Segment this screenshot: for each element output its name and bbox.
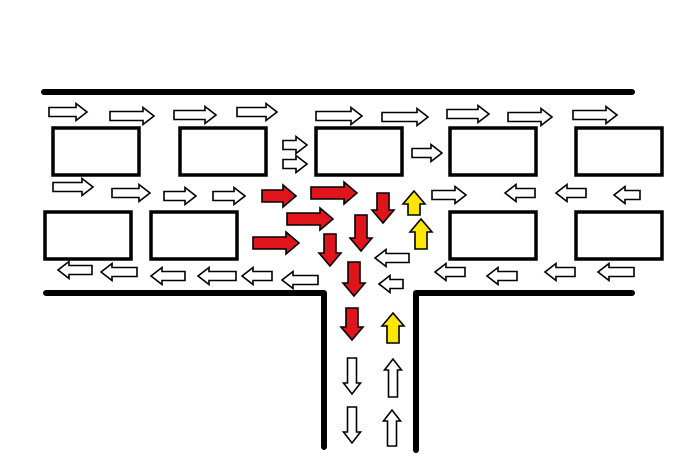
arrow-outbound-south-icon [317,233,343,268]
arrow-normal-west-icon [596,261,635,283]
arrow-normal-west-icon [149,265,186,287]
arrow-normal-east-icon [411,142,444,164]
arrow-outbound-east-icon [261,183,298,209]
arrow-normal-east-icon [431,184,468,206]
building-blocks [43,126,664,261]
arrow-normal-east-icon [507,106,554,128]
arrow-inbound-north-icon [380,311,406,344]
building-block [448,210,538,261]
arrow-normal-west-icon [433,261,466,283]
arrow-normal-west-icon [377,273,404,295]
arrow-normal-north-icon [381,408,403,447]
arrow-normal-east-icon [315,105,364,127]
arrow-outbound-south-icon [348,214,374,253]
arrow-normal-west-icon [554,182,587,204]
arrow-outbound-east-icon [286,206,335,232]
arrow-normal-west-icon [196,265,237,287]
arrow-normal-east-icon [236,101,279,123]
arrow-inbound-north-icon [408,217,434,250]
arrow-normal-west-icon [373,247,410,269]
arrow-normal-west-icon [485,265,518,287]
arrow-normal-west-icon [543,261,576,283]
arrow-normal-east-icon [52,176,95,198]
arrow-inbound-north-icon [401,189,427,216]
arrow-normal-west-icon [56,259,93,281]
building-block [574,210,664,261]
arrow-normal-south-icon [341,357,363,396]
building-block [43,210,133,261]
road-boundaries [41,89,635,453]
arrow-normal-west-icon [503,182,536,204]
arrow-normal-east-icon [212,185,247,207]
arrow-normal-east-icon [381,106,430,128]
arrow-normal-east-icon [173,104,218,126]
arrow-outbound-south-icon [339,307,365,342]
arrow-outbound-east-icon [310,180,359,206]
road-bottom-right-edge [413,290,635,453]
arrow-normal-east-icon [48,101,89,123]
building-block [448,126,538,177]
arrow-normal-east-icon [163,185,198,207]
arrow-normal-east-icon [111,182,152,204]
arrow-outbound-south-icon [341,261,367,298]
road-bottom-left-edge [43,290,327,450]
arrow-normal-north-icon [382,357,404,398]
arrow-normal-west-icon [280,269,319,291]
arrow-outbound-south-icon [370,192,396,225]
arrow-normal-south-icon [341,406,363,445]
traffic-arrows [48,101,641,447]
arrow-normal-east-icon [446,103,491,125]
arrow-normal-west-icon [612,184,641,206]
building-block [574,126,664,177]
arrow-normal-west-icon [240,265,273,287]
arrow-normal-east-icon [572,104,619,126]
arrow-outbound-east-icon [252,230,301,256]
building-block [178,126,268,177]
arrow-normal-east-icon [282,153,309,175]
building-block [314,126,404,177]
building-block [51,126,141,177]
arrow-normal-west-icon [99,261,138,283]
arrow-normal-east-icon [109,105,156,127]
building-block [149,210,239,261]
arrow-normal-east-icon [282,134,309,156]
